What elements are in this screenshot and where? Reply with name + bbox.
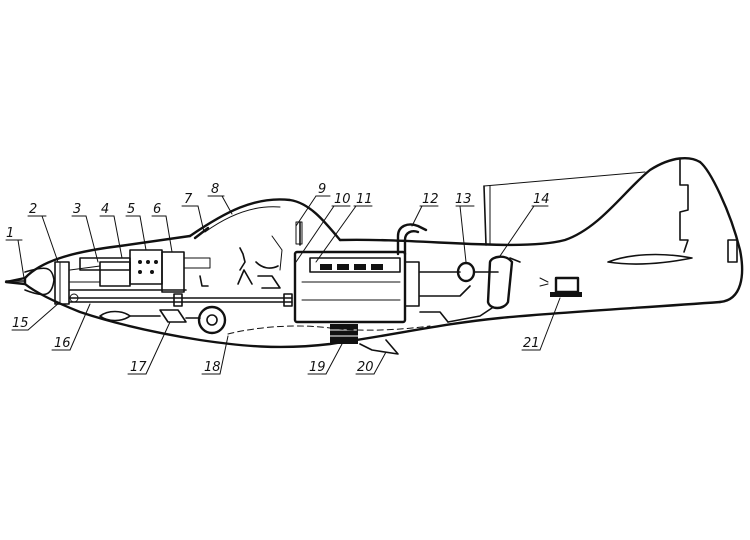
callout-label: 15 [12,316,29,331]
callout-label: 2 [29,202,37,217]
callout-label: 14 [533,192,550,207]
callout-label: 12 [422,192,439,207]
callout-2: 2 [27,202,59,263]
callout-8: 8 [207,182,233,215]
piping [419,255,521,323]
callout-label: 11 [356,192,373,207]
callout-21: 21 [521,297,561,351]
callout-label: 13 [455,192,472,207]
callout-11: 11 [315,192,373,263]
callout-label: 9 [318,182,326,197]
callout-7: 7 [181,192,205,233]
gun-bay [54,249,211,305]
callout-label: 17 [130,360,147,375]
callout-label: 3 [73,202,81,217]
callout-10: 10 [295,192,351,263]
callout-17: 17 [127,321,171,375]
callout-5: 5 [125,202,147,251]
callout-12: 12 [411,192,439,227]
nose-gear [99,305,227,335]
canopy-frame [193,206,303,246]
callout-label: 5 [127,202,135,217]
callout-14: 14 [499,192,550,257]
callout-1: 1 [5,226,25,279]
callout-3: 3 [71,202,99,263]
callout-9: 9 [295,182,331,227]
callout-15: 15 [11,301,61,331]
callout-label: 21 [523,336,540,351]
engine [293,223,428,324]
callout-13: 13 [455,192,475,263]
callout-4: 4 [99,202,123,259]
callout-label: 6 [153,202,161,217]
callout-label: 1 [6,226,14,241]
callout-label: 10 [334,192,351,207]
callout-label: 20 [357,360,374,375]
cooling-duct [227,325,431,335]
callouts: 1 2 3 4 5 6 7 [5,182,561,375]
callout-label: 4 [101,202,109,217]
callout-label: 18 [204,360,221,375]
callout-20: 20 [355,351,387,375]
callout-16: 16 [51,303,91,351]
callout-label: 7 [184,192,193,207]
callout-label: 19 [309,360,326,375]
callout-6: 6 [151,202,173,253]
radio [539,276,582,297]
callout-18: 18 [201,335,229,375]
callout-label: 16 [54,336,71,351]
callout-19: 19 [307,343,343,375]
drive-shaft [69,293,293,307]
callout-label: 8 [211,182,219,197]
cockpit [199,235,283,289]
tail-details [483,159,738,265]
